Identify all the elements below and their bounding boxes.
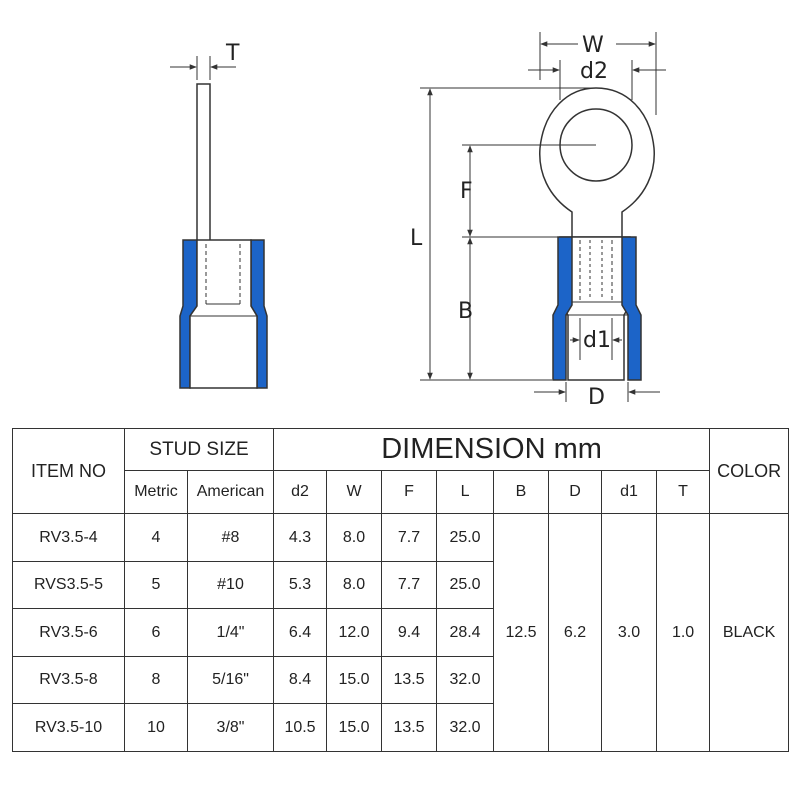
header-l: L (436, 470, 495, 514)
cell-item: RVS3.5-5 (12, 561, 125, 609)
cell-f: 13.5 (381, 656, 438, 704)
header-metric: Metric (124, 470, 188, 514)
label-t: T (225, 41, 240, 66)
cell-d2: 5.3 (273, 561, 328, 609)
cell-l: 28.4 (436, 608, 495, 657)
cell-d2: 4.3 (273, 513, 328, 562)
cell-metric: 8 (124, 656, 188, 704)
header-d1: d1 (601, 470, 658, 514)
table-row: RV3.5-10 10 3/8" 10.5 15.0 13.5 32.0 (12, 703, 789, 752)
label-l: L (410, 226, 423, 251)
table-row: RVS3.5-5 5 #10 5.3 8.0 7.7 25.0 (12, 561, 789, 609)
cell-item: RV3.5-4 (12, 513, 125, 562)
cell-american: 3/8" (186, 703, 275, 752)
header-b: B (493, 470, 550, 514)
header-color: COLOR (709, 428, 790, 514)
terminal-dimension-drawing: T (170, 32, 666, 410)
cell-w: 8.0 (326, 561, 383, 609)
cell-item: RV3.5-8 (12, 656, 125, 704)
cell-l: 25.0 (436, 513, 495, 562)
header-w: W (326, 470, 383, 514)
cell-american: 5/16" (186, 656, 275, 704)
cell-d2: 8.4 (273, 656, 328, 704)
label-d2: d2 (580, 59, 608, 84)
label-d: D (588, 385, 605, 410)
header-t: T (656, 470, 711, 514)
front-view-insulation-left (552, 236, 573, 381)
cell-l: 32.0 (436, 703, 495, 752)
dimension-table: ITEM NO STUD SIZE DIMENSION mm COLOR Met… (12, 428, 790, 752)
cell-f: 7.7 (381, 513, 438, 562)
cell-american: #8 (186, 513, 275, 562)
header-f: F (381, 470, 438, 514)
front-view (420, 32, 666, 402)
label-f: F (460, 179, 473, 204)
table-row: RV3.5-6 6 1/4" 6.4 12.0 9.4 28.4 (12, 608, 789, 657)
cell-item: RV3.5-6 (12, 608, 125, 657)
label-w: W (582, 33, 604, 58)
cell-l: 25.0 (436, 561, 495, 609)
label-b: B (458, 299, 473, 324)
cell-d-shared: 6.2 (548, 513, 603, 752)
cell-metric: 6 (124, 608, 188, 657)
header-stud-size: STUD SIZE (123, 428, 275, 471)
header-item-no: ITEM NO (12, 428, 125, 514)
cell-d2: 10.5 (273, 703, 328, 752)
cell-l: 32.0 (436, 656, 495, 704)
cell-american: 1/4" (186, 608, 275, 657)
cell-w: 12.0 (326, 608, 383, 657)
side-view-blade (196, 83, 211, 245)
table-row: RV3.5-8 8 5/16" 8.4 15.0 13.5 32.0 (12, 656, 789, 704)
cell-b-shared: 12.5 (493, 513, 550, 752)
cell-metric: 5 (124, 561, 188, 609)
cell-t-shared: 1.0 (656, 513, 711, 752)
front-view-insulation-right (621, 236, 642, 381)
cell-american: #10 (186, 561, 275, 609)
table-row: RV3.5-4 4 #8 4.3 8.0 7.7 25.0 12.5 6.2 3… (12, 513, 790, 752)
side-view (170, 56, 268, 389)
cell-metric: 4 (124, 513, 188, 562)
cell-metric: 10 (124, 703, 188, 752)
header-american: American (186, 470, 275, 514)
cell-f: 9.4 (381, 608, 438, 657)
cell-d1-shared: 3.0 (601, 513, 658, 752)
header-d: D (548, 470, 603, 514)
cell-f: 7.7 (381, 561, 438, 609)
cell-w: 15.0 (326, 656, 383, 704)
cell-item: RV3.5-10 (12, 703, 125, 752)
side-view-barrel (189, 239, 258, 389)
header-dimension: DIMENSION mm (273, 428, 711, 471)
cell-d2: 6.4 (273, 608, 328, 657)
header-d2: d2 (273, 470, 328, 514)
label-d1: d1 (583, 328, 611, 353)
cell-w: 8.0 (326, 513, 383, 562)
cell-color-shared: BLACK (709, 513, 790, 752)
cell-f: 13.5 (381, 703, 438, 752)
cell-w: 15.0 (326, 703, 383, 752)
